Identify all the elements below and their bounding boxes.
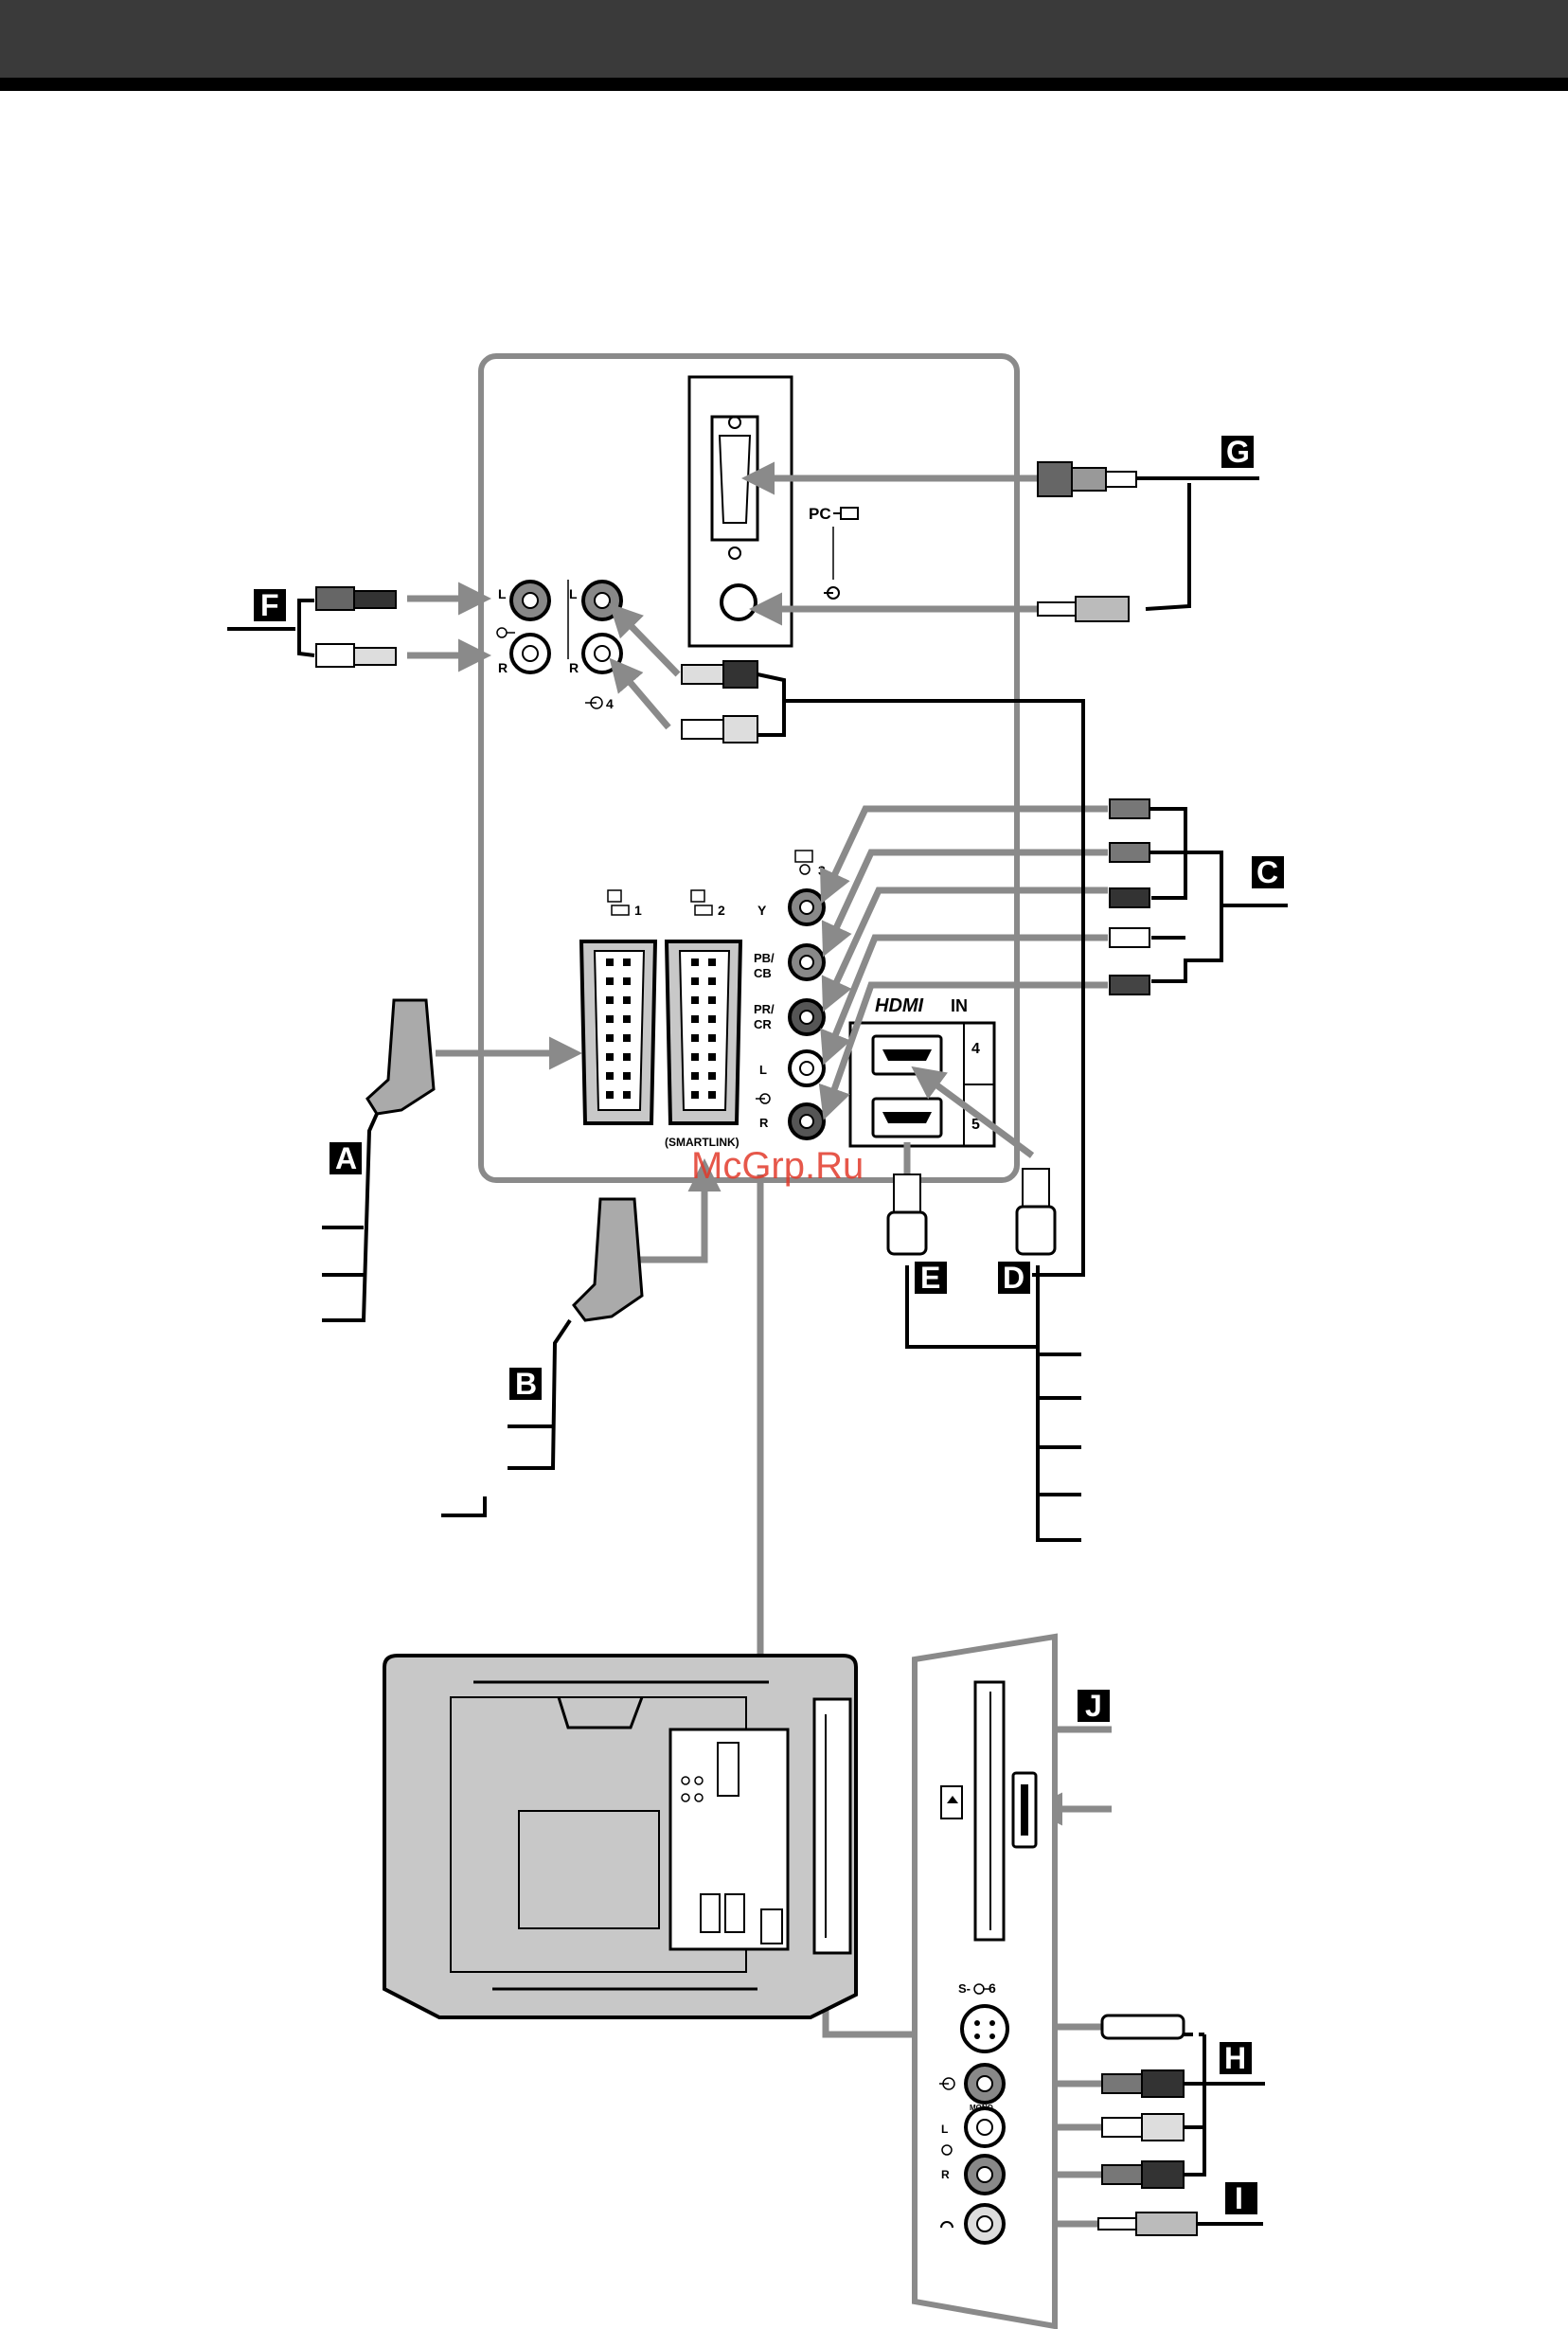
pc-label: PC <box>809 505 831 523</box>
svg-text:G: G <box>1226 435 1250 469</box>
av4-rca-plugs <box>682 661 757 743</box>
comp-audio-icon <box>756 1094 770 1103</box>
audio-out-jacks <box>511 582 549 672</box>
mono-label: MONO <box>970 2104 993 2112</box>
scart-2-icon <box>691 890 712 915</box>
scart-1-connector <box>581 941 655 1123</box>
audio-in-icon <box>824 587 839 599</box>
component-3-icon <box>795 851 812 874</box>
side-l-label: L <box>941 2123 948 2136</box>
hdmi-4-port <box>873 1036 941 1074</box>
scart-1-label: 1 <box>634 903 642 918</box>
audio-out-icon <box>497 628 515 637</box>
badge-c: C <box>1252 855 1284 889</box>
svg-text:D: D <box>1003 1261 1025 1295</box>
hdmi-in-label: IN <box>951 996 968 1015</box>
scart-2-connector <box>667 941 740 1123</box>
svg-text:E: E <box>920 1261 940 1295</box>
f-rca-plugs <box>316 587 396 667</box>
badge-a: A <box>330 1141 362 1175</box>
cr-label: CR <box>754 1017 772 1031</box>
eject-button <box>1013 1773 1036 1847</box>
scart-a-plug <box>367 1000 434 1114</box>
s-video-plug <box>1102 2015 1184 2038</box>
av4-label: 4 <box>606 696 614 711</box>
h-rca-plugs <box>1102 2070 1184 2188</box>
comp-r-label: R <box>759 1116 769 1130</box>
component-jacks <box>790 890 824 1138</box>
pb-label: PB/ <box>754 951 775 965</box>
pc-card-slot <box>975 1682 1004 1940</box>
svg-text:H: H <box>1224 2041 1246 2075</box>
svg-text:A: A <box>335 1141 357 1175</box>
watermark: McGrp.Ru <box>691 1145 864 1187</box>
scart-1-icon <box>608 890 629 915</box>
badge-i: I <box>1225 2181 1257 2215</box>
s-video-number: 6 <box>989 1980 996 1996</box>
badge-e: E <box>915 1261 947 1295</box>
av4-l-label: L <box>569 586 578 601</box>
badge-d: D <box>998 1261 1030 1295</box>
pr-label: PR/ <box>754 1002 775 1016</box>
badge-b: B <box>509 1367 542 1401</box>
audio-out-l-label: L <box>498 586 507 601</box>
hdmi-d-plug <box>1017 1169 1055 1254</box>
badge-h: H <box>1220 2041 1252 2075</box>
hdmi-4-label: 4 <box>971 1041 980 1057</box>
pc-audio-jack <box>722 585 756 619</box>
s-video-label: S- <box>958 1981 971 1996</box>
av4-input-icon <box>585 697 602 708</box>
audio-out-r-label: R <box>498 660 508 675</box>
tv-rear-view <box>384 1656 856 2017</box>
pc-vga-connector <box>712 417 757 559</box>
hdmi-logo: HDMI <box>875 995 924 1016</box>
comp-l-label: L <box>759 1063 767 1077</box>
scart-b-plug <box>574 1199 642 1320</box>
pc-monitor-icon <box>833 508 858 519</box>
component-3-label: 3 <box>818 863 826 878</box>
hdmi-5-port <box>873 1099 941 1137</box>
headphone-plug <box>1098 2213 1197 2235</box>
side-r-label: R <box>941 2168 950 2181</box>
badge-f: F <box>254 588 286 622</box>
svg-text:J: J <box>1085 1689 1102 1723</box>
svg-text:C: C <box>1256 855 1278 889</box>
badge-g: G <box>1221 435 1254 469</box>
vga-plug <box>1038 462 1136 496</box>
c-component-plugs <box>1110 799 1149 994</box>
badge-j: J <box>1078 1689 1110 1723</box>
cb-label: CB <box>754 966 772 980</box>
y-label: Y <box>757 903 767 918</box>
svg-text:F: F <box>260 588 279 622</box>
av4-r-label: R <box>569 660 579 675</box>
hdmi-e-plug <box>888 1174 926 1254</box>
av4-audio-jacks <box>583 582 621 672</box>
pc-audio-plug <box>1038 597 1129 621</box>
svg-text:I: I <box>1235 2181 1243 2215</box>
svg-text:B: B <box>515 1367 537 1401</box>
scart-2-label: 2 <box>718 903 725 918</box>
